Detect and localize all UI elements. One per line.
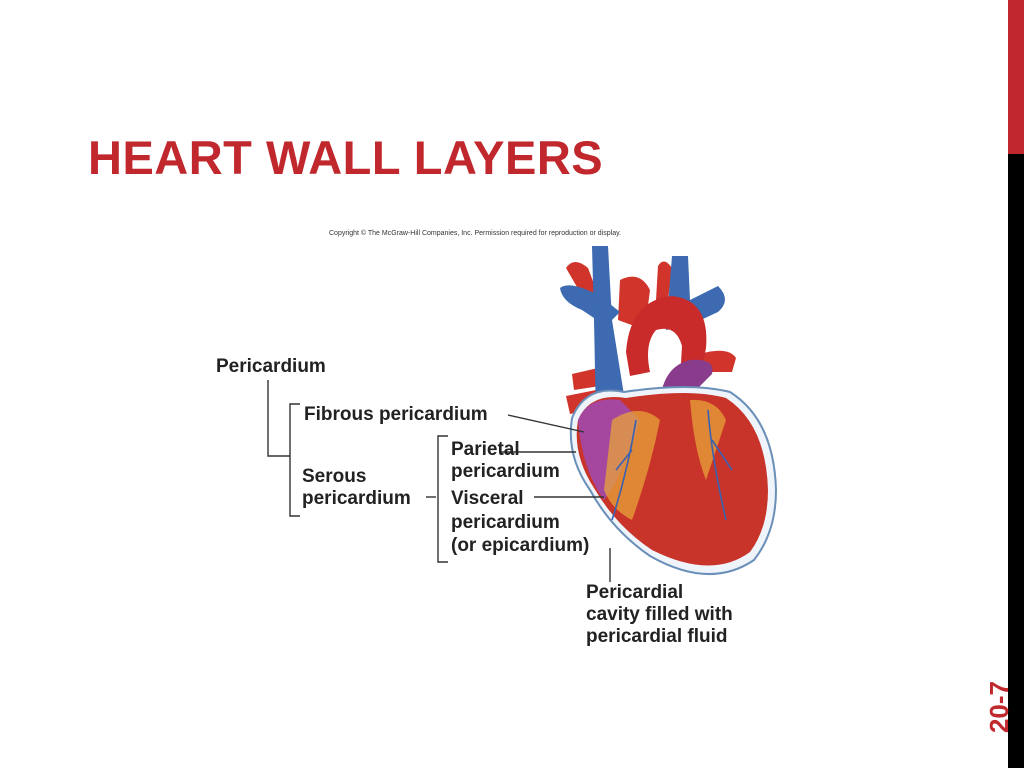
serous-bracket — [437, 435, 448, 563]
label-visceral-line2: pericardium — [451, 512, 560, 533]
coronary-vessels — [611, 409, 733, 521]
label-cavity-line2: cavity filled with — [586, 604, 733, 625]
label-parietal-line1: Parietal — [451, 439, 520, 460]
fibrous-bracket — [289, 403, 300, 517]
label-lines — [267, 380, 611, 582]
label-visceral-line1: Visceral — [451, 488, 524, 509]
label-cavity-line1: Pericardial — [586, 582, 684, 603]
heart-illustration — [267, 246, 778, 582]
label-cavity-line3: pericardial fluid — [586, 626, 728, 647]
pericardium-bracket — [267, 380, 290, 457]
slide-title: HEART WALL LAYERS — [88, 131, 604, 184]
accent-bar-red — [1008, 0, 1024, 154]
label-serous-line2: pericardium — [302, 488, 411, 509]
accent-bar-black — [1008, 154, 1024, 768]
label-parietal-line2: pericardium — [451, 461, 560, 482]
copyright-notice: Copyright © The McGraw-Hill Companies, I… — [329, 230, 622, 237]
label-pericardium: Pericardium — [216, 356, 326, 377]
label-serous-line1: Serous — [302, 466, 367, 487]
label-visceral-line3: (or epicardium) — [451, 535, 590, 556]
label-fibrous-pericardium: Fibrous pericardium — [304, 404, 488, 425]
fibrous-leader — [507, 414, 585, 433]
